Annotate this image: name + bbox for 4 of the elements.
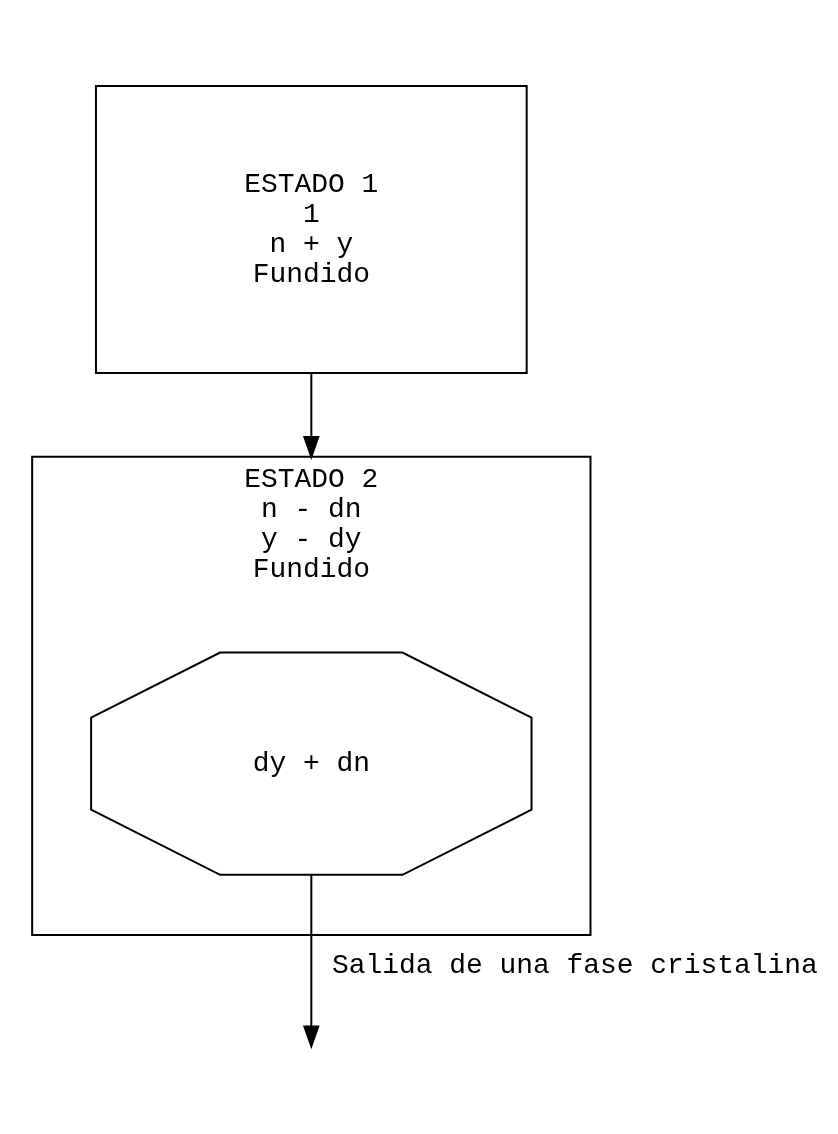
node-box: ESTADO 1 1 n + y Fundido	[94, 85, 528, 375]
arrow	[302, 372, 320, 460]
arrow	[302, 874, 320, 1050]
edge-label: Salida de una fase cristalina	[332, 950, 818, 982]
